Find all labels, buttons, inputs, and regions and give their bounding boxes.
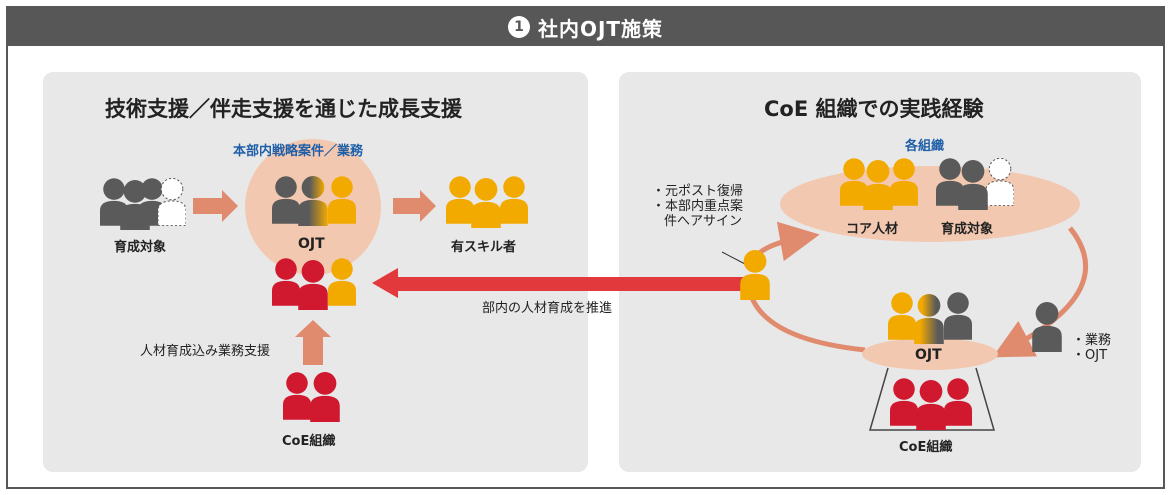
org-trainee-group-icon (936, 158, 1014, 210)
cycle-arc-left (749, 296, 866, 353)
orgs-ellipse (780, 166, 1080, 242)
work-note-line-2: ・OJT (1072, 348, 1108, 363)
right-ojt-label: OJT (915, 347, 942, 363)
header-bar: 1 社内OJT施策 (8, 8, 1163, 46)
right-ojt-ellipse (862, 338, 998, 370)
returning-person-icon (740, 250, 770, 300)
return-note: ・元ポスト復帰 ・本部内重点案 件へアサイン (652, 184, 743, 229)
org-trainee-label: 育成対象 (941, 222, 994, 237)
work-note-line-1: ・業務 (1072, 333, 1112, 348)
core-talent-group-icon (840, 158, 918, 210)
right-coe-group-icon (890, 378, 972, 430)
right-coe-label: CoE組織 (899, 440, 953, 455)
ojt-label: OJT (298, 236, 325, 252)
note-pointer-line (721, 251, 746, 265)
support-up-arrow (295, 320, 331, 365)
skilled-label: 有スキル者 (451, 240, 517, 255)
trainee-label: 育成対象 (114, 240, 167, 255)
support-label: 人材育成込み業務支援 (140, 344, 271, 359)
trainee-group-icon (100, 178, 186, 230)
skilled-group-icon (446, 176, 528, 228)
orgs-label: 各組織 (905, 139, 945, 154)
right-panel (619, 72, 1141, 472)
left-panel-subtitle: 本部内戦略案件／業務 (233, 144, 364, 159)
header-title: 社内OJT施策 (537, 16, 664, 41)
core-talent-label: コア人材 (846, 222, 899, 237)
coe-org-group-icon (283, 372, 340, 422)
ojt-to-skilled-arrow (393, 190, 436, 222)
coe-trapezoid (869, 367, 995, 431)
left-coe-label: CoE組織 (282, 434, 336, 449)
left-panel-title: 技術支援／伴走支援を通じた成長支援 (105, 97, 462, 121)
right-panel-title: CoE 組織での実践経験 (764, 97, 984, 121)
ojt-mixed-group-icon (272, 176, 356, 226)
return-note-line-2: ・本部内重点案 (652, 199, 744, 214)
center-red-arrow (372, 268, 750, 298)
trainee-to-ojt-arrow (193, 190, 238, 222)
return-note-line-3: 件へアサイン (664, 214, 743, 229)
right-ojt-group-icon (888, 292, 972, 344)
header-number-badge: 1 (507, 16, 530, 38)
work-note: ・業務 ・OJT (1072, 333, 1111, 363)
center-arrow-label: 部内の人材育成を推進 (482, 301, 613, 316)
coe-in-ojt-group-icon (272, 258, 356, 310)
return-note-line-1: ・元ポスト復帰 (652, 184, 744, 199)
entering-person-icon (1032, 302, 1062, 352)
